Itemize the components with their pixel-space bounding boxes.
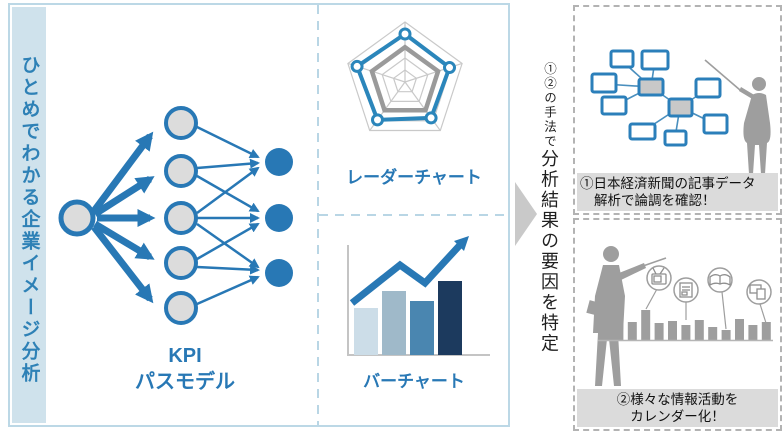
- title-strip: ひとめでわかる企業イメージ分析: [12, 7, 46, 423]
- mid-nodes: [164, 106, 198, 325]
- transition-text: ①②の手法で分析結果の要因を特定: [536, 62, 562, 392]
- dashed-divider-horizontal: [319, 214, 508, 216]
- radar-chart: [347, 21, 463, 132]
- article-caption: ①日本経済新聞の記事データ 解析で論調を確認！: [577, 173, 778, 211]
- transition-prefix: ①②の手法で: [542, 62, 556, 149]
- presenter-silhouette: [704, 59, 771, 174]
- transition-main: 分析結果の要因を特定: [539, 149, 559, 354]
- article-network-diagram: [590, 49, 771, 174]
- source-node: [58, 199, 96, 237]
- right-arrow-icon: [515, 182, 537, 246]
- dashed-divider-vertical: [317, 5, 319, 425]
- calendar-caption-line1: ②様々な情報活動を: [616, 392, 739, 407]
- article-hub-nodes: [637, 77, 694, 118]
- kpi-model-label: KPI パスモデル: [75, 343, 295, 395]
- calendar-chart: [586, 246, 773, 386]
- calendar-caption: ②様々な情報活動を カレンダー化！: [577, 389, 778, 427]
- article-caption-line1: ①日本経済新聞の記事データ: [580, 176, 756, 191]
- article-analysis-panel: ①日本経済新聞の記事データ 解析で論調を確認！: [573, 5, 782, 215]
- bar-chart-icon: [347, 236, 490, 356]
- calendar-panel: ②様々な情報活動を カレンダー化！: [573, 218, 782, 431]
- calendar-caption-line2: カレンダー化！: [630, 409, 725, 424]
- page-title: ひとめでわかる企業イメージ分析: [18, 55, 40, 385]
- article-caption-line2: 解析で論調を確認！: [594, 193, 716, 208]
- trend-arrow-icon: [349, 242, 463, 306]
- devices-icon: [749, 284, 766, 300]
- connector-lines: [645, 288, 767, 330]
- result-nodes: [265, 148, 293, 287]
- charts-overlay: [58, 21, 490, 356]
- book-icon: [709, 274, 731, 287]
- kpi-path-model: [58, 106, 293, 325]
- bar-chart-label: バーチャート: [363, 372, 465, 391]
- radar-chart-label: レーダーチャート: [346, 168, 482, 187]
- tv-icon: [651, 267, 667, 285]
- kpi-label-line1: KPI: [168, 345, 202, 367]
- analysis-panel: ひとめでわかる企業イメージ分析: [8, 3, 510, 427]
- kpi-label-line2: パスモデル: [135, 371, 235, 393]
- trend-arrowhead: [454, 236, 469, 251]
- article-nodes: [590, 49, 729, 147]
- calendar-bars: [601, 310, 771, 340]
- newspaper-icon: [679, 282, 693, 298]
